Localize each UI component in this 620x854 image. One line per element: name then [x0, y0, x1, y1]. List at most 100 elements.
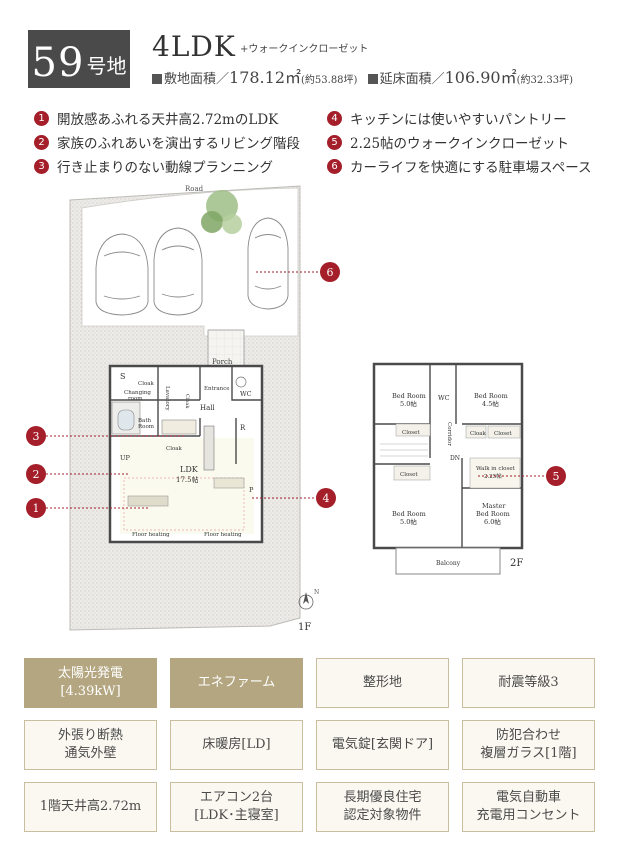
- feature-text: キッチンには使いやすいパントリー: [350, 112, 567, 128]
- stairs-up-label: UP: [120, 454, 130, 462]
- bed-room-1-label: Bed Room: [392, 392, 426, 400]
- spec-text: 1階天井高2.72m: [39, 799, 142, 814]
- feature-number: 6: [327, 158, 342, 174]
- balcony-label: Balcony: [436, 560, 461, 567]
- storage-label: S: [120, 372, 125, 381]
- floor-2f-label: 2F: [510, 558, 523, 569]
- spec-tile-security-glass: 防犯合わせ複層ガラス[1階]: [462, 720, 595, 770]
- callout-6-marker: [320, 262, 340, 282]
- spec-tile-long-term-housing: 長期優良住宅認定対象物件: [316, 782, 449, 832]
- callout-markers: 1 2 3 4 5 6: [26, 262, 566, 518]
- hall-label: Hall: [200, 404, 216, 412]
- callout-4-marker: [316, 488, 336, 508]
- callout-leader-lines: [42, 271, 548, 509]
- site-plan-1f: Road Porch: [69, 185, 319, 633]
- spec-tile-lot-shape: 整形地: [316, 658, 449, 708]
- north-arrow-icon: [298, 592, 314, 610]
- feature-item: 2 家族のふれあいを演出するリビング階段: [34, 132, 300, 152]
- spec-subtext: 認定対象物件: [343, 808, 422, 823]
- pantry-label: P: [249, 486, 254, 494]
- bed-room-3-size: 5.0帖: [400, 517, 417, 526]
- closet-label: Closet: [494, 431, 512, 437]
- callout-3-number: 3: [33, 430, 40, 443]
- closet-label: Closet: [400, 472, 418, 478]
- feature-item: 5 2.25帖のウォークインクローゼット: [327, 132, 569, 152]
- floor-plan-drawing: Road Porch: [26, 185, 566, 633]
- entrance-label: Entrance: [204, 386, 230, 392]
- spec-tile-electric-lock: 電気錠[玄関ドア]: [316, 720, 449, 770]
- square-bullet-icon: [367, 74, 378, 84]
- lot-suffix: 号地: [86, 54, 127, 78]
- spec-text: 防犯合わせ: [495, 728, 561, 743]
- spec-text: 床暖房[LD]: [202, 737, 271, 752]
- site-area-tsubo: (約53.88坪): [301, 75, 358, 86]
- site-area-value: 178.12㎡: [229, 68, 302, 87]
- changing-room-label-2: room: [128, 396, 143, 402]
- spec-text: 電気錠[玄関ドア]: [331, 737, 434, 752]
- callout-1-marker: [26, 498, 46, 518]
- feature-text: 2.25帖のウォークインクローゼット: [350, 136, 570, 152]
- bath-room-label: Bath: [138, 418, 152, 424]
- callout-1-number: 1: [33, 502, 40, 515]
- spec-text: エアコン2台: [199, 790, 274, 805]
- lavatory-label: Lavatory: [164, 386, 170, 411]
- feature-text: 家族のふれあいを演出するリビング階段: [57, 136, 300, 152]
- ldk-label: LDK: [180, 465, 199, 474]
- porch-label: Porch: [212, 358, 233, 366]
- spec-text: 長期優良住宅: [343, 790, 422, 805]
- corridor-label: Corridor: [446, 422, 452, 446]
- spec-text: 外張り断熱: [57, 728, 123, 743]
- callout-5-number: 5: [553, 470, 560, 483]
- walk-in-closet-label: Walk in closet: [476, 466, 516, 472]
- spec-tile-insulation: 外張り断熱通気外壁: [24, 720, 157, 770]
- spec-text: 太陽光発電: [57, 666, 123, 681]
- spec-tile-air-conditioners: エアコン2台 [LDK･主寝室]: [170, 782, 303, 832]
- spec-tile-ev-outlet: 電気自動車充電用コンセント: [462, 782, 595, 832]
- floor-1f-label: 1F: [298, 622, 311, 633]
- lot-number-badge: 59 号地: [28, 30, 130, 88]
- floor-heating-label: Floor heating: [132, 532, 170, 538]
- feature-number: 3: [34, 158, 49, 174]
- floor-area-label: 延床面積／: [379, 72, 445, 87]
- floor-area-tsubo: (約32.33坪): [516, 75, 574, 86]
- callout-2-number: 2: [33, 468, 40, 481]
- spec-subtext: [LDK･主寝室]: [194, 808, 279, 823]
- feature-number: 5: [327, 134, 342, 150]
- spec-tile-ceiling-height: 1階天井高2.72m: [24, 782, 157, 832]
- feature-text: 行き止まりのない動線プランニング: [57, 160, 273, 176]
- callout-3-marker: [26, 426, 46, 446]
- spec-text: 電気自動車: [495, 790, 561, 805]
- floor-area-value: 106.90㎡: [444, 68, 517, 87]
- feature-text: カーライフを快適にする駐車場スペース: [350, 160, 592, 176]
- spec-subtext: 複層ガラス[1階]: [480, 746, 577, 761]
- feature-item: 6 カーライフを快適にする駐車場スペース: [327, 156, 592, 176]
- callout-6-number: 6: [327, 266, 334, 279]
- spec-tile-enefarm: エネファーム: [170, 658, 303, 708]
- bed-room-2-size: 4.5帖: [482, 399, 499, 408]
- spec-text: エネファーム: [197, 675, 276, 690]
- spec-subtext: 充電用コンセント: [476, 808, 581, 823]
- floor-plan-2f: Bed Room 5.0帖 WC Bed Room 4.5帖 Corridor …: [372, 362, 523, 575]
- square-bullet-icon: [152, 74, 162, 84]
- closet-label: Closet: [402, 430, 420, 436]
- road-label: Road: [185, 185, 204, 193]
- ldk-size: 17.5帖: [176, 475, 199, 484]
- spec-subtext: 通気外壁: [64, 746, 117, 761]
- feature-number: 2: [34, 134, 49, 150]
- plan-type: 4LDK: [152, 30, 236, 63]
- master-bed-room-size: 6.0帖: [484, 517, 501, 526]
- north-label: N: [314, 589, 319, 596]
- feature-item: 3 行き止まりのない動線プランニング: [34, 156, 273, 176]
- wc-label: WC: [240, 390, 252, 398]
- spec-tile-solar: 太陽光発電 [4.39kW]: [24, 658, 157, 708]
- callout-4-number: 4: [323, 492, 330, 505]
- changing-room-label: Changing: [124, 390, 151, 396]
- spec-text: 耐震等級3: [498, 675, 559, 690]
- stairs-down-label: DN: [450, 455, 460, 462]
- spec-subtext: [4.39kW]: [60, 684, 121, 699]
- spec-tile-floor-heating: 床暖房[LD]: [170, 720, 303, 770]
- feature-number: 1: [34, 110, 49, 126]
- spec-tile-seismic: 耐震等級3: [462, 658, 595, 708]
